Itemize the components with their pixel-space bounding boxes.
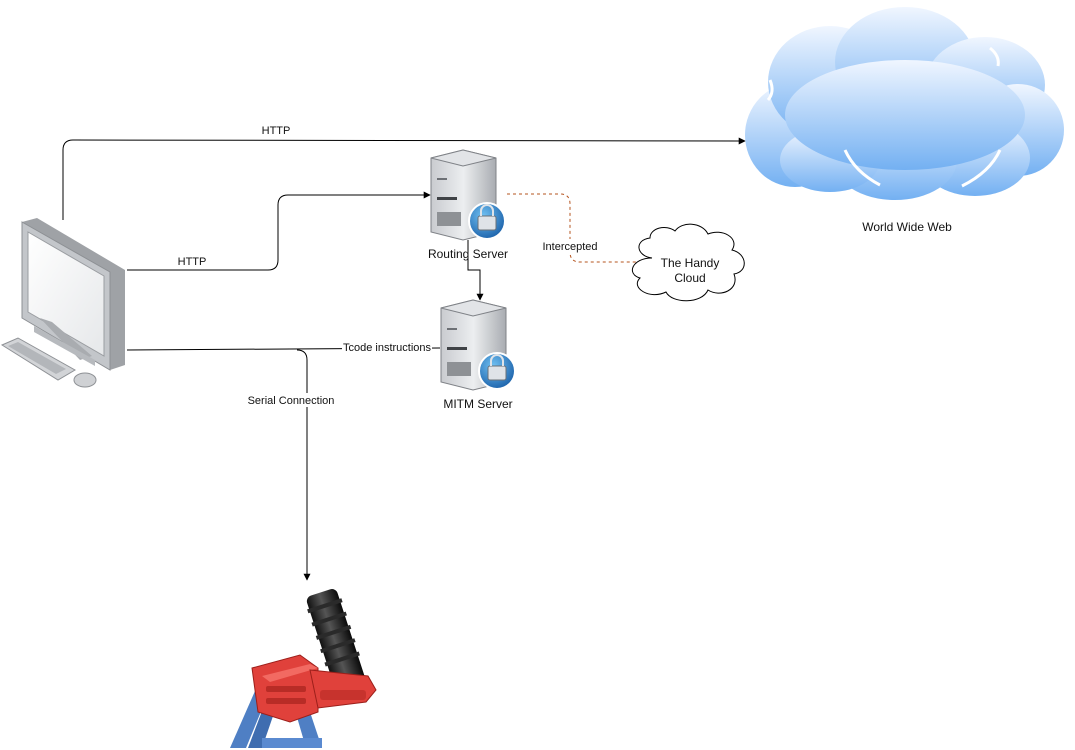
edge-http-routing: [127, 191, 431, 271]
handy-cloud-label-line2: Cloud: [674, 271, 705, 285]
edge-routing-mitm: [467, 240, 484, 301]
edge-label-tcode: Tcode instructions: [343, 342, 432, 354]
device-icon: [230, 589, 377, 748]
www-cloud: World Wide Web: [745, 7, 1064, 234]
mitm-server-label: MITM Server: [443, 397, 512, 411]
edge-label-http-routing: HTTP: [178, 256, 207, 268]
edge-serial: [296, 349, 311, 581]
edge-label-serial: Serial Connection: [248, 395, 335, 407]
routing-server: Routing Server: [428, 149, 508, 261]
handy-cloud: The Handy Cloud: [631, 223, 745, 302]
desktop-computer-icon: [0, 218, 125, 388]
edge-label-intercepted: Intercepted: [542, 241, 597, 253]
cloud-icon: [631, 223, 745, 302]
handy-cloud-label-line1: The Handy: [661, 256, 720, 270]
edge-label-http-top: HTTP: [262, 125, 291, 137]
www-label: World Wide Web: [862, 220, 952, 234]
lock-badge-icon: [468, 202, 506, 240]
routing-server-label: Routing Server: [428, 247, 508, 261]
cloud-icon: [745, 7, 1064, 200]
lock-badge-icon: [478, 352, 516, 390]
edge-http-www: [62, 137, 746, 220]
mitm-server: MITM Server: [440, 299, 516, 411]
